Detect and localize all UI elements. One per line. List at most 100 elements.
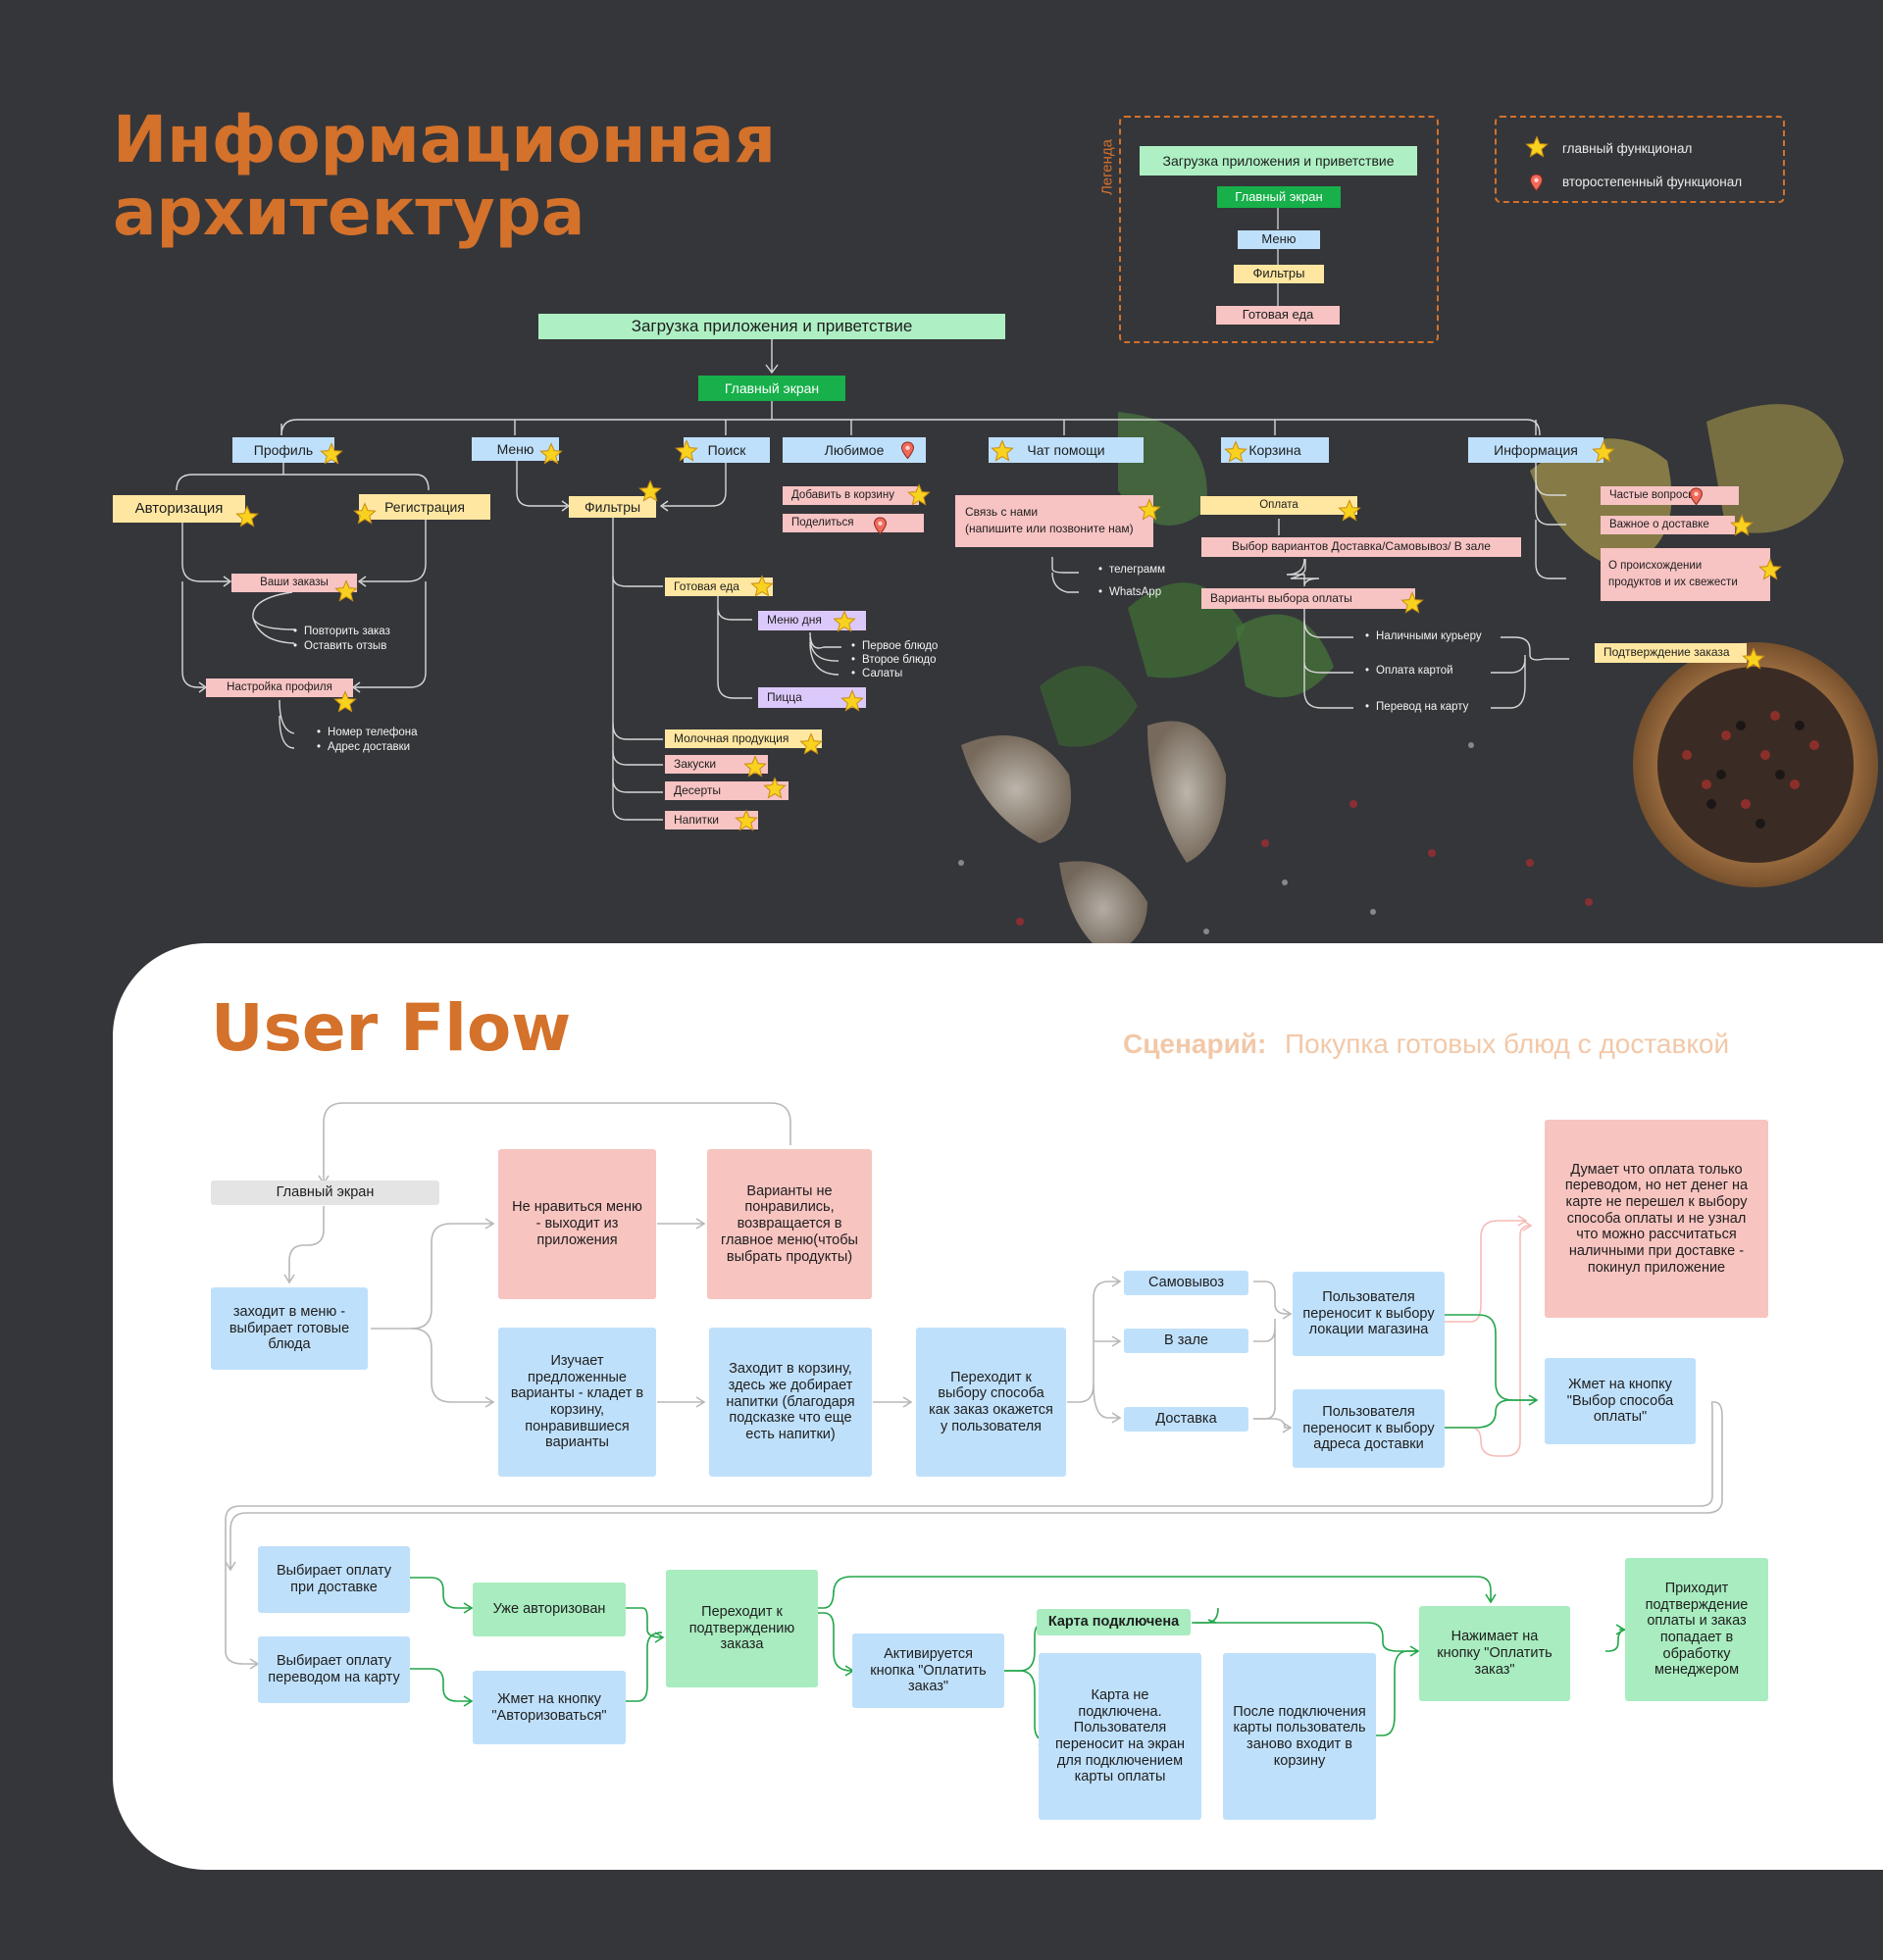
star-icon (743, 755, 767, 778)
uf-study: Изучает предложенные варианты - кладет в… (498, 1328, 656, 1477)
star-icon (1758, 558, 1782, 580)
uf-press-auth: Жмет на кнопку "Авторизоваться" (473, 1671, 626, 1744)
legend-main: Главный экран (1217, 186, 1341, 208)
uf-thinks: Думает что оплата только переводом, но н… (1545, 1120, 1768, 1318)
star-icon (763, 777, 787, 799)
star-icon (320, 442, 343, 465)
ia-register: Регистрация (359, 494, 490, 520)
ia-share: Поделиться (783, 514, 924, 532)
uf-press-pay: Нажимает на кнопку "Оплатить заказ" (1419, 1606, 1570, 1701)
uf-pickup: Самовывоз (1124, 1271, 1248, 1295)
ia-whatsapp: WhatsApp (1098, 586, 1161, 598)
ia-dairy: Молочная продукция (665, 729, 822, 748)
star-icon (833, 610, 856, 632)
star-icon (1338, 499, 1361, 522)
ia-title-line1: Информационная (113, 102, 777, 177)
ia-address: Адрес доставки (317, 741, 410, 753)
ia-pay-cash: Наличными курьеру (1365, 630, 1482, 642)
ia-phone: Номер телефона (317, 727, 417, 738)
pin-icon (1529, 174, 1544, 192)
star-icon (638, 479, 662, 502)
ia-chat: Чат помощи (989, 437, 1144, 463)
star-icon (1224, 440, 1247, 463)
scenario-text: Покупка готовых блюд с доставкой (1285, 1029, 1730, 1059)
legend-menu: Меню (1238, 230, 1320, 249)
ia-origin: О происхождении продуктов и их свежести (1601, 548, 1770, 601)
star-icon (1138, 498, 1161, 521)
star-icon (907, 483, 931, 506)
uf-main-screen: Главный экран (211, 1181, 439, 1205)
ia-delivery-choice: Выбор вариантов Доставка/Самовывоз/ В за… (1201, 537, 1521, 557)
uf-after-link: После подключения карты пользователь зан… (1223, 1653, 1376, 1820)
uf-pay-btn-active: Активируется кнопка "Оплатить заказ" (852, 1633, 1004, 1708)
ia-origin-line1: О происхождении (1608, 559, 1703, 572)
uf-card-not-linked: Карта не подключена. Пользователя перено… (1039, 1653, 1201, 1820)
uf-delivery: Доставка (1124, 1407, 1248, 1432)
star-icon (235, 505, 259, 528)
uf-confirmation: Приходит подтверждение оплаты и заказ по… (1625, 1558, 1768, 1701)
ia-contact-line2: (напишите или позвоните нам) (965, 522, 1134, 535)
star-icon (1592, 440, 1615, 463)
star-icon (539, 442, 563, 465)
ia-add-to-cart: Добавить в корзину (783, 486, 919, 505)
ia-faq: Частые вопросы (1601, 486, 1739, 505)
ia-pay-card: Оплата картой (1365, 665, 1453, 677)
icon-legend-secondary: второстепенный функционал (1562, 175, 1743, 189)
uf-enter-menu: заходит в меню - выбирает готовые блюда (211, 1287, 368, 1370)
uf-pay-by-transfer: Выбирает оплату переводом на карту (258, 1636, 410, 1703)
uf-enter-cart: Заходит в корзину, здесь же добирает нап… (709, 1328, 872, 1477)
uf-dislike: Не нравиться меню - выходит из приложени… (498, 1149, 656, 1299)
ia-salads: Салаты (851, 668, 902, 679)
star-icon (353, 502, 377, 525)
ia-ready-food: Готовая еда (665, 578, 773, 596)
ia-info: Информация (1468, 437, 1603, 463)
ia-pay-transfer: Перевод на карту (1365, 701, 1468, 713)
ia-desserts: Десерты (665, 781, 789, 800)
legend-label: Легенда (1098, 138, 1116, 196)
pin-icon (1689, 487, 1704, 506)
uf-already-auth: Уже авторизован (473, 1583, 626, 1636)
star-icon (1742, 647, 1765, 670)
ia-contact-line1: Связь с нами (965, 505, 1039, 520)
ia-repeat-order: Повторить заказ (293, 626, 390, 637)
ia-origin-line2: продуктов и их свежести (1608, 577, 1738, 588)
uf-card-linked: Карта подключена (1037, 1609, 1191, 1635)
ia-main-screen: Главный экран (698, 376, 845, 401)
star-icon (991, 439, 1014, 462)
uf-to-address: Пользователя переносит к выбору адреса д… (1293, 1389, 1445, 1468)
uf-pay-on-delivery: Выбирает оплату при доставке (258, 1546, 410, 1613)
ia-title-line2: архитектура (113, 175, 585, 250)
star-icon (675, 439, 698, 462)
ia-order-confirm: Подтверждение заказа (1595, 643, 1747, 663)
star-icon (1400, 591, 1424, 614)
ia-first-dish: Первое блюдо (851, 640, 938, 652)
uf-in-hall: В зале (1124, 1329, 1248, 1353)
ia-second-dish: Второе блюдо (851, 654, 936, 666)
pin-icon (900, 441, 915, 460)
star-icon (799, 732, 823, 755)
ia-pizza: Пицца (758, 687, 866, 708)
ia-menu: Меню (472, 437, 559, 461)
ia-leave-review: Оставить отзыв (293, 640, 386, 652)
legend-filters: Фильтры (1234, 265, 1324, 283)
uf-variants-dislike: Варианты не понравились, возвращается в … (707, 1149, 872, 1299)
star-icon (333, 690, 357, 713)
ia-snacks: Закуски (665, 755, 768, 774)
ia-payment: Оплата (1200, 496, 1357, 515)
uf-to-store: Пользователя переносит к выбору локации … (1293, 1272, 1445, 1356)
uf-choose-method: Переходит к выбору способа как заказ ока… (916, 1328, 1066, 1477)
uf-title: User Flow (211, 990, 572, 1066)
ia-telegram: телеграмм (1098, 564, 1165, 576)
star-icon (840, 689, 864, 712)
star-icon (1730, 514, 1754, 536)
star-icon (1525, 135, 1549, 158)
ia-search: Поиск (684, 437, 770, 463)
uf-press-pay-method: Жмет на кнопку "Выбор способа оплаты" (1545, 1358, 1696, 1444)
star-icon (735, 809, 758, 831)
pin-icon (873, 517, 888, 535)
ia-drinks: Напитки (665, 811, 758, 829)
ia-delivery-important: Важное о доставке (1601, 516, 1735, 534)
scenario-label: Сценарий: (1123, 1029, 1267, 1059)
ia-profile-settings: Настройка профиля (206, 678, 353, 697)
ia-contact: Связь с нами (напишите или позвоните нам… (955, 495, 1153, 547)
